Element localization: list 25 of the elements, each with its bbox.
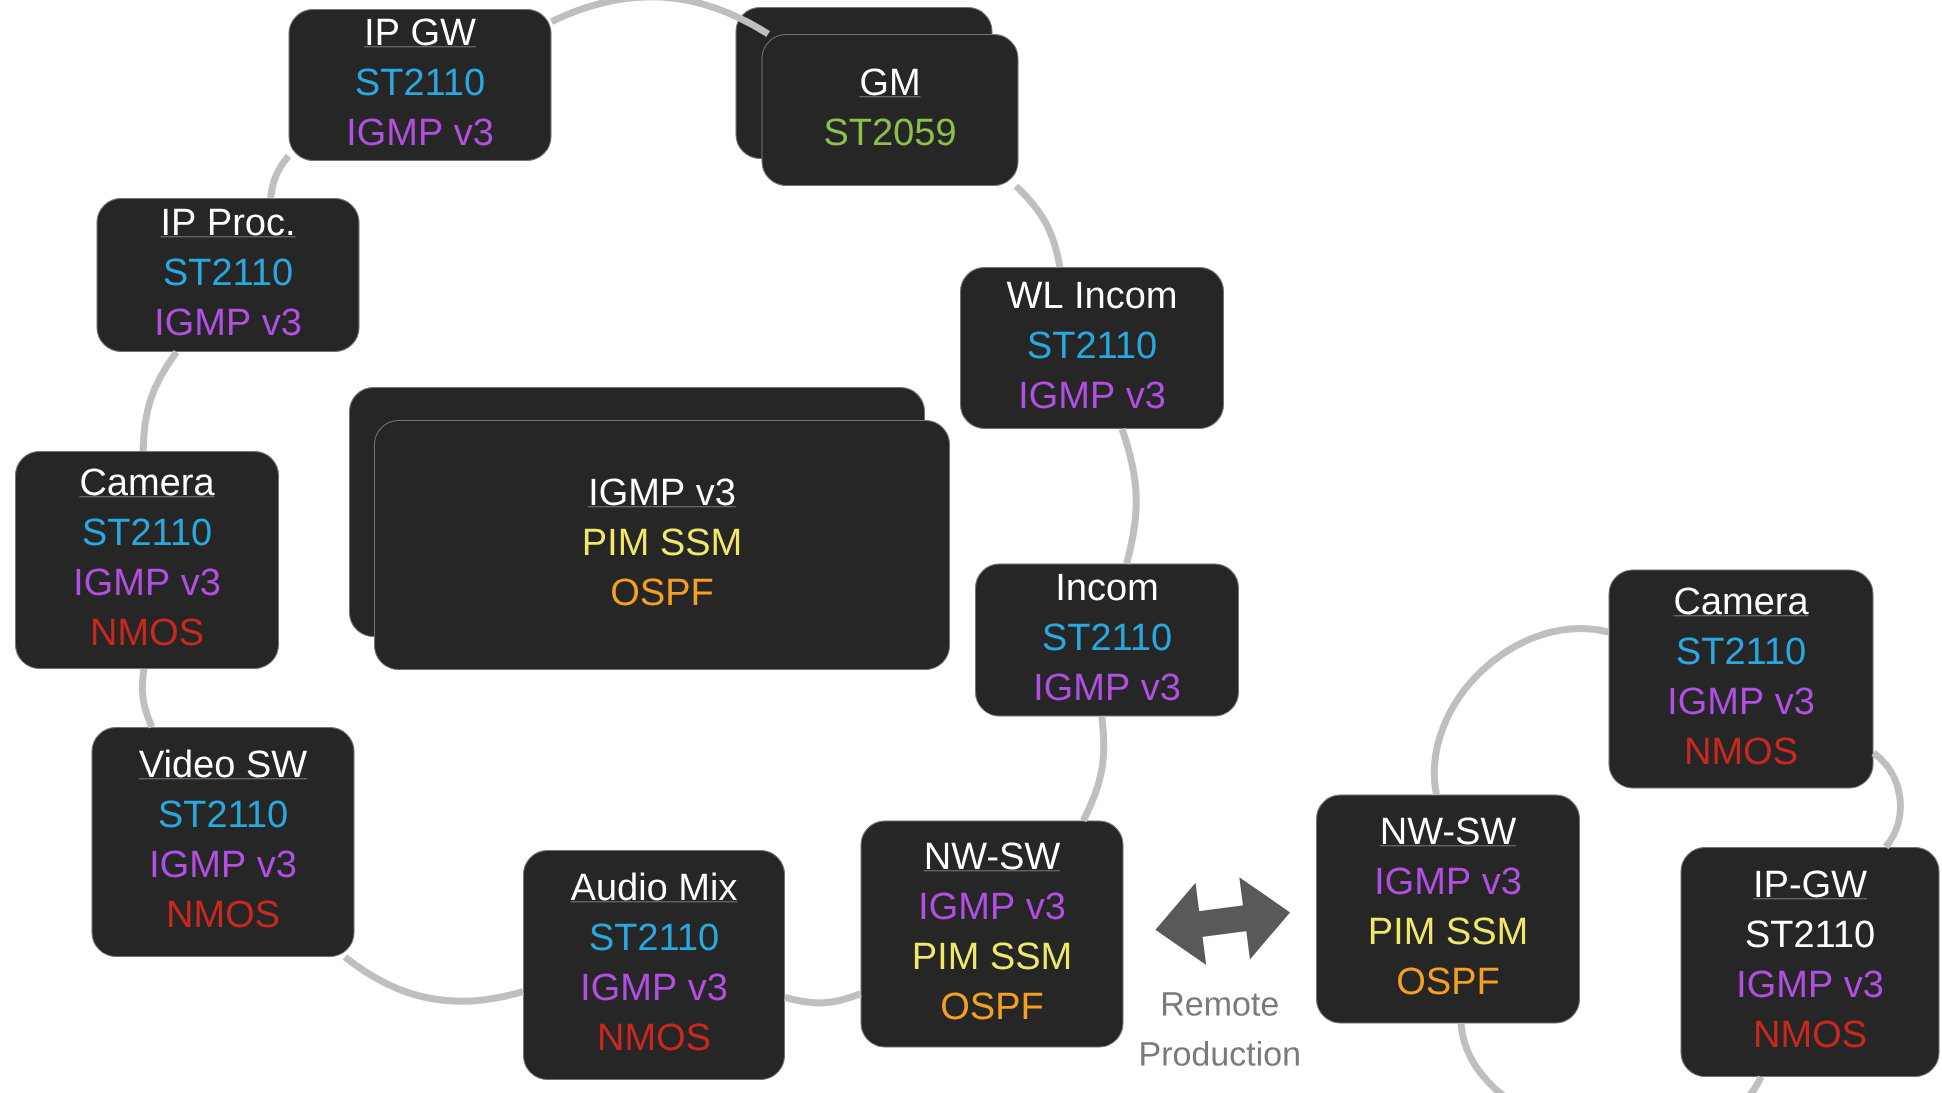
ring-line	[1080, 716, 1108, 823]
edge-label: Remote Production	[1141, 992, 1299, 1066]
ring-line	[1430, 625, 1610, 795]
device-box: Camera ST2110 IGMP v3 NMOS	[15, 451, 279, 669]
device-box: IP Proc. ST2110 IGMP v3	[96, 198, 360, 352]
ring-line	[1871, 750, 1904, 850]
ring-line	[550, 0, 770, 38]
ring-line	[342, 954, 524, 1005]
ring-line	[784, 990, 862, 1007]
device-box: IP GW ST2110 IGMP v3	[288, 9, 552, 161]
stacked-device-box: IGMP v3 PIM SSM OSPF	[349, 387, 950, 670]
ring-line	[267, 153, 292, 199]
device-box: Video SW ST2110 IGMP v3 NMOS	[91, 727, 355, 957]
device-box: NW-SW IGMP v3 PIM SSM OSPF	[1316, 794, 1580, 1024]
stacked-device-box: GM ST2059	[735, 7, 1019, 186]
ring-line	[139, 349, 180, 452]
device-box: Camera ST2110 IGMP v3 NMOS	[1608, 569, 1874, 789]
ring-line	[1118, 427, 1140, 565]
device-box: Audio Mix ST2110 IGMP v3 NMOS	[523, 850, 785, 1080]
ring-line	[138, 668, 156, 729]
device-box: IP-GW ST2110 IGMP v3 NMOS	[1680, 847, 1940, 1077]
device-box: NW-SW IGMP v3 PIM SSM OSPF	[860, 820, 1124, 1048]
device-box: WL Incom ST2110 IGMP v3	[960, 267, 1224, 429]
ring-line	[1013, 183, 1064, 268]
device-box: Incom ST2110 IGMP v3	[975, 563, 1239, 717]
